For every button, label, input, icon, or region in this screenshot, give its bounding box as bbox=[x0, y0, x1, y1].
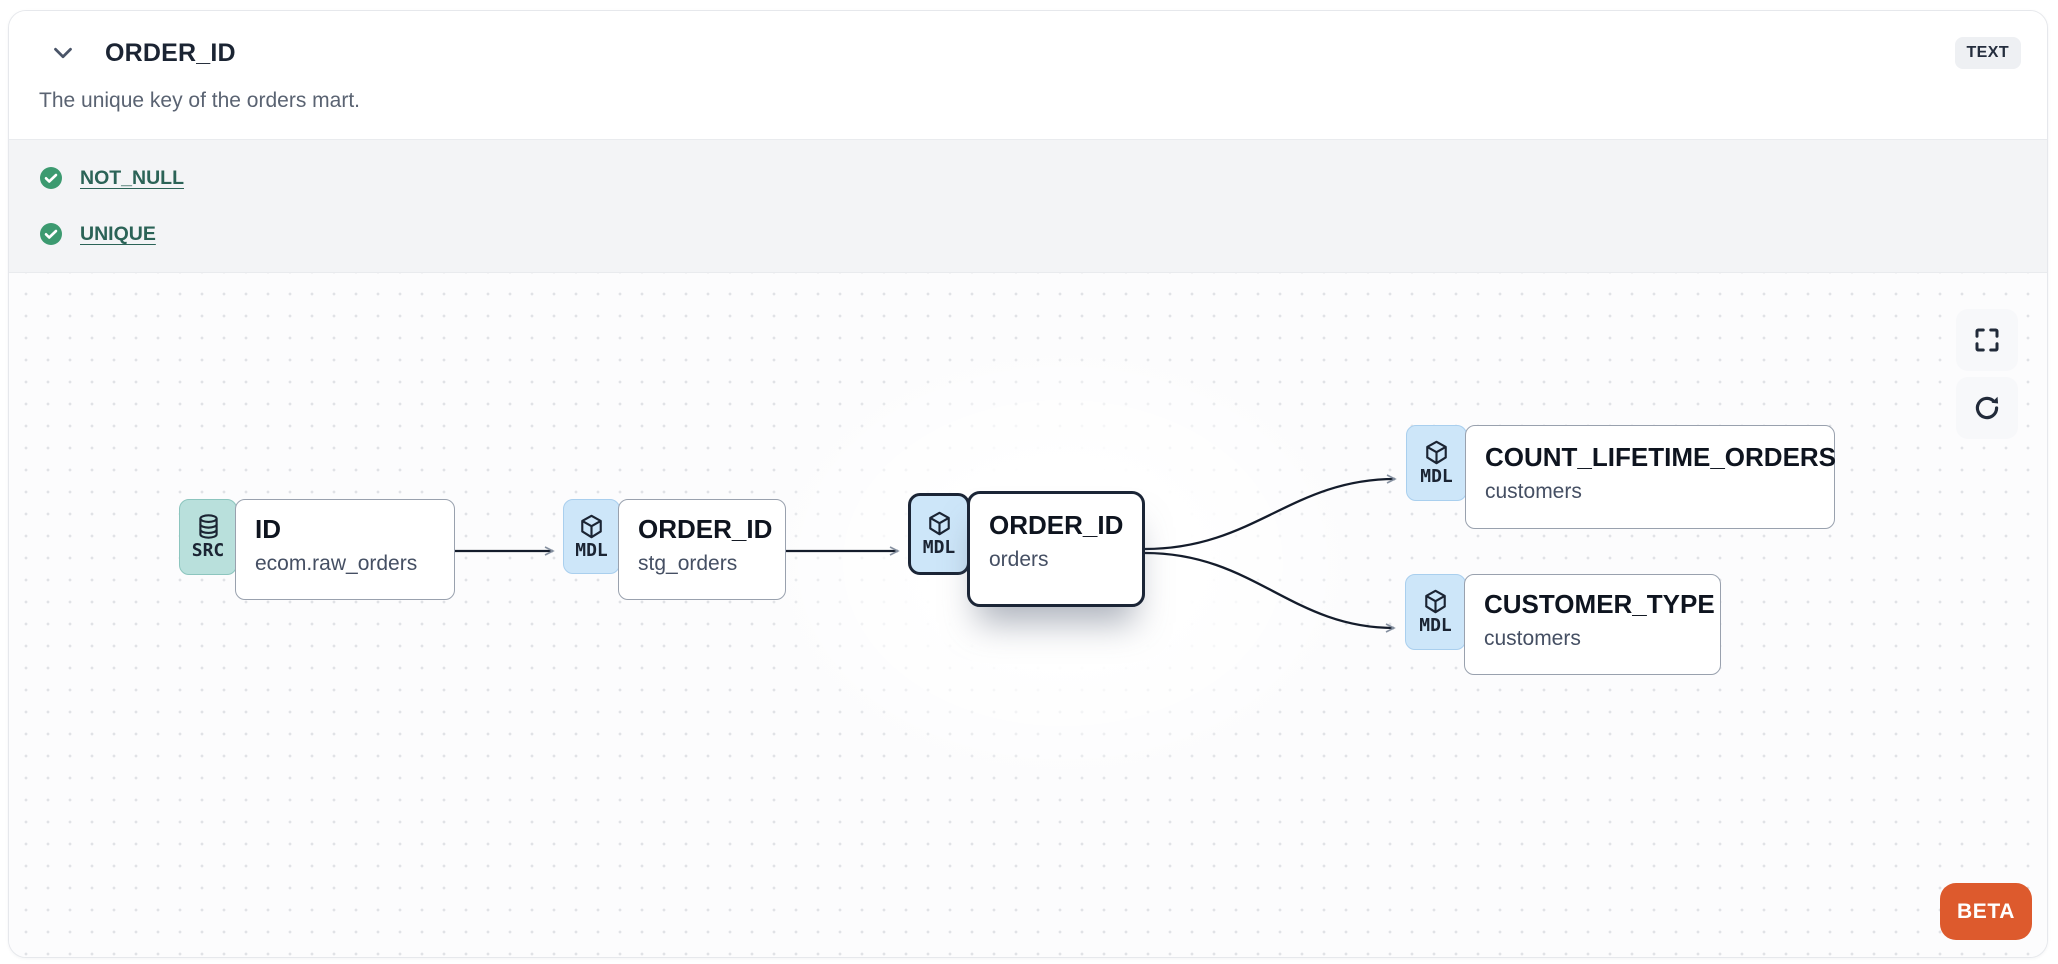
node-title: CUSTOMER_TYPE bbox=[1484, 589, 1715, 619]
node-subtitle: ecom.raw_orders bbox=[255, 551, 418, 575]
edge-orders-to-count bbox=[1144, 474, 1397, 551]
node-subtitle: customers bbox=[1484, 626, 1581, 650]
cube-icon bbox=[1426, 440, 1447, 465]
test-row: UNIQUE bbox=[39, 222, 2047, 246]
node-body: ORDER_ID stg_orders bbox=[618, 499, 786, 600]
collapse-chevron-down-icon[interactable] bbox=[47, 37, 79, 69]
refresh-button[interactable] bbox=[1956, 377, 2018, 439]
node-subtitle: orders bbox=[989, 547, 1049, 571]
check-circle-icon bbox=[40, 167, 62, 189]
test-link-not-null[interactable]: NOT_NULL bbox=[80, 166, 184, 189]
node-type-badge: MDL bbox=[563, 499, 620, 574]
column-type-badge: TEXT bbox=[1954, 37, 2021, 69]
lineage-canvas[interactable]: SRC ID ecom.raw_orders MDL ORDER_ID stg_… bbox=[9, 273, 2047, 957]
cube-icon bbox=[1425, 589, 1446, 614]
test-link-unique[interactable]: UNIQUE bbox=[80, 222, 156, 245]
node-title: ORDER_ID bbox=[638, 514, 773, 544]
node-type-badge: MDL bbox=[1405, 574, 1466, 650]
node-body: ORDER_ID orders bbox=[967, 491, 1145, 607]
tests-section: NOT_NULL UNIQUE bbox=[9, 139, 2047, 273]
fullscreen-button[interactable] bbox=[1956, 309, 2018, 371]
check-circle-icon bbox=[40, 223, 62, 245]
column-title: ORDER_ID bbox=[105, 38, 236, 67]
refresh-icon bbox=[1975, 396, 1999, 420]
node-type-badge: SRC bbox=[179, 499, 237, 575]
node-type-badge: MDL bbox=[1406, 425, 1467, 501]
node-body: CUSTOMER_TYPE customers bbox=[1464, 574, 1721, 675]
node-title: COUNT_LIFETIME_ORDERS bbox=[1485, 442, 1837, 472]
fullscreen-icon bbox=[1975, 328, 1999, 352]
column-detail-card: ORDER_ID TEXT The unique key of the orde… bbox=[8, 10, 2048, 958]
cube-icon bbox=[581, 514, 602, 538]
lineage-edges bbox=[453, 474, 1397, 633]
cube-icon bbox=[928, 511, 950, 536]
column-description: The unique key of the orders mart. bbox=[39, 89, 360, 112]
node-title: ORDER_ID bbox=[989, 510, 1124, 540]
node-subtitle: stg_orders bbox=[638, 551, 738, 575]
beta-badge: BETA bbox=[1940, 883, 2032, 940]
node-body: ID ecom.raw_orders bbox=[235, 499, 455, 600]
node-title: ID bbox=[255, 514, 281, 544]
test-row: NOT_NULL bbox=[39, 166, 2047, 190]
node-subtitle: customers bbox=[1485, 479, 1582, 503]
header: ORDER_ID TEXT The unique key of the orde… bbox=[9, 11, 2047, 139]
node-body: COUNT_LIFETIME_ORDERS customers bbox=[1465, 425, 1837, 529]
node-type-badge: MDL bbox=[908, 493, 970, 575]
database-icon bbox=[198, 514, 218, 539]
edge-orders-to-ctype bbox=[1144, 551, 1396, 633]
